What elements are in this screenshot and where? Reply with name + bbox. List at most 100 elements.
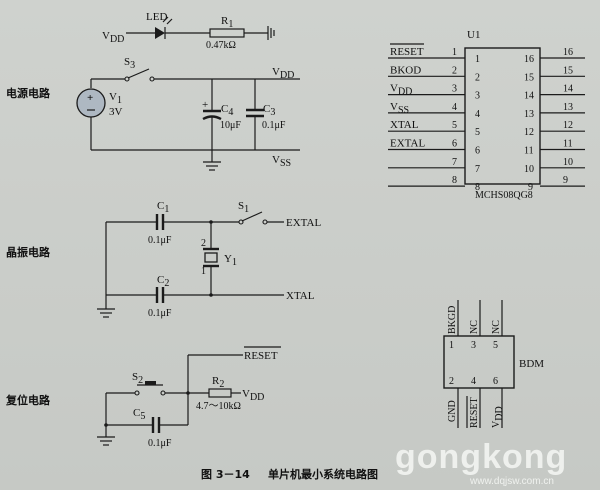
led-branch: VDD LED R1 0.47kΩ: [102, 11, 275, 51]
mcu-left-pin-4-number: 4: [452, 102, 457, 113]
r2-value: 4.7～10kΩ: [196, 401, 241, 412]
mcu-right-pin-12-inner-number: 12: [524, 127, 534, 138]
mcu-right-pin-14-inner-number: 14: [524, 91, 534, 102]
mcu-left-pin-2-number: 2: [452, 65, 457, 76]
bdm-top-pin-5-label: NC: [491, 320, 502, 334]
y1-label: Y1: [224, 253, 237, 268]
power-vss-label: VSS: [272, 154, 291, 169]
mcu-pin-1-signal: RESET: [390, 46, 424, 58]
mcu-pin-2-signal: BKOD: [390, 64, 421, 76]
crystal-section: 晶振电路 C1 0.1μF S1 EXTAL 2 1 Y1: [6, 200, 321, 319]
c5-capacitor: [151, 417, 161, 433]
mcu-right-pin-15-number: 15: [563, 65, 573, 76]
mcu-right-pin-16-number: 16: [563, 47, 573, 58]
mcu-left-pin-2-inner-number: 2: [475, 72, 480, 83]
mcu-designator: U1: [467, 29, 480, 41]
r2-resistor: [208, 388, 232, 398]
mcu-left-pin-4-inner-number: 4: [475, 109, 480, 120]
c5-value: 0.1μF: [148, 438, 172, 449]
power-ground-symbol: [203, 161, 221, 171]
c2-label: C2: [157, 274, 169, 289]
mcu-body: [464, 47, 541, 185]
s2-pushbutton: [134, 381, 166, 396]
c4-plus-sign: +: [202, 99, 208, 111]
c1-label: C1: [157, 200, 169, 215]
mcu-left-pin-1-inner-number: 1: [475, 54, 480, 65]
mcu-right-pin-10-number: 10: [563, 157, 573, 168]
mcu-right-pin-11-inner-number: 11: [524, 146, 534, 157]
c3-capacitor: [246, 108, 264, 118]
mcu-right-pin-16-inner-number: 16: [524, 54, 534, 65]
mcu-left-pin-6-inner-number: 6: [475, 146, 480, 157]
c2-capacitor: [155, 287, 165, 303]
power-section-title: 电源电路: [6, 86, 51, 100]
watermark-url: www.dqjsw.com.cn: [469, 476, 554, 487]
mcu-pin-3-signal: VDD: [390, 83, 412, 98]
mcu-left-pin-7-inner-number: 7: [475, 164, 480, 175]
mcu-right-pin-13-number: 13: [563, 102, 573, 113]
mcu-left-pin-6-number: 6: [452, 139, 457, 150]
caption-number: 图 3－14: [201, 468, 250, 481]
mcu-chip: U1 MCHS08QG8 11RESET22BKOD33VDD44VSS55XT…: [388, 29, 585, 201]
bdm-body: [443, 335, 515, 389]
s2-label: S2: [132, 371, 143, 386]
bdm-bottom-pin-4-label: RESET: [469, 397, 480, 428]
c4-label: C4: [221, 103, 233, 118]
s3-label: S3: [124, 56, 135, 71]
reset-ground-symbol: [97, 436, 115, 446]
v1-voltage-source: +: [76, 88, 106, 118]
mcu-right-pin-12-number: 12: [563, 120, 573, 131]
mcu-pin-group: 11RESET22BKOD33VDD44VSS55XTAL66EXTAL7788…: [388, 43, 585, 193]
y1-pin2: 2: [201, 238, 206, 249]
bdm-top-pin-1-label: BKGD: [447, 306, 458, 334]
s1-label: S1: [238, 200, 249, 215]
mcu-part-number: MCHS08QG8: [475, 190, 533, 201]
xtal-net-label: XTAL: [286, 290, 315, 302]
c1-capacitor: [155, 214, 165, 230]
mcu-right-pin-10-inner-number: 10: [524, 164, 534, 175]
led-label: LED: [146, 11, 167, 23]
power-vdd-label: VDD: [272, 66, 294, 81]
mcu-pin-4-signal: VSS: [390, 101, 409, 116]
bdm-top-pin-1-number: 1: [449, 340, 454, 351]
watermark: gongkong www.dqjsw.com.cn: [395, 438, 567, 487]
mcu-left-pin-1-number: 1: [452, 47, 457, 58]
reset-vdd-label: VDD: [242, 388, 264, 403]
extal-net-label: EXTAL: [286, 217, 321, 229]
mcu-right-pin-9-number: 9: [563, 175, 568, 186]
r1-value: 0.47kΩ: [206, 40, 236, 51]
figure-caption: 图 3－14 单片机最小系统电路图: [201, 467, 378, 481]
v1-value: 3V: [109, 106, 123, 118]
reset-net-label: RESET: [244, 350, 278, 362]
mcu-left-pin-5-number: 5: [452, 120, 457, 131]
watermark-brand: gongkong: [395, 438, 567, 476]
mcu-right-pin-9-inner-number: 9: [528, 182, 533, 193]
mcu-pin-6-signal: EXTAL: [390, 138, 425, 150]
c3-label: C3: [263, 103, 275, 118]
c3-value: 0.1μF: [262, 120, 286, 131]
r2-label: R2: [212, 375, 224, 390]
power-section: 电源电路 S3 VDD + V1 3V VSS + C4: [6, 56, 300, 171]
mcu-right-pin-11-number: 11: [563, 139, 573, 150]
crystal-section-title: 晶振电路: [6, 245, 51, 259]
led-vdd-label: VDD: [102, 30, 124, 45]
mcu-left-pin-8-number: 8: [452, 175, 457, 186]
bdm-bottom-pin-2-label: GND: [447, 400, 458, 422]
bdm-top-pin-3-number: 3: [471, 340, 476, 351]
bdm-top-pin-5-number: 5: [493, 340, 498, 351]
svg-text:+: +: [87, 92, 93, 104]
c4-capacitor: [202, 109, 222, 121]
c4-value: 10μF: [220, 120, 241, 131]
mcu-right-pin-13-inner-number: 13: [524, 109, 534, 120]
mcu-left-pin-7-number: 7: [452, 157, 457, 168]
r1-resistor: [209, 28, 245, 38]
bdm-bottom-pin-6-label: VDD: [491, 406, 505, 428]
reset-section: 复位电路 RESET S2 R2 4.7～10kΩ VDD C5 0.1μF: [5, 346, 281, 449]
bdm-bottom-pin-2-number: 2: [449, 376, 454, 387]
bdm-bottom-pin-6-number: 6: [493, 376, 498, 387]
v1-label: V1: [109, 91, 122, 106]
mcu-left-pin-3-number: 3: [452, 84, 457, 95]
